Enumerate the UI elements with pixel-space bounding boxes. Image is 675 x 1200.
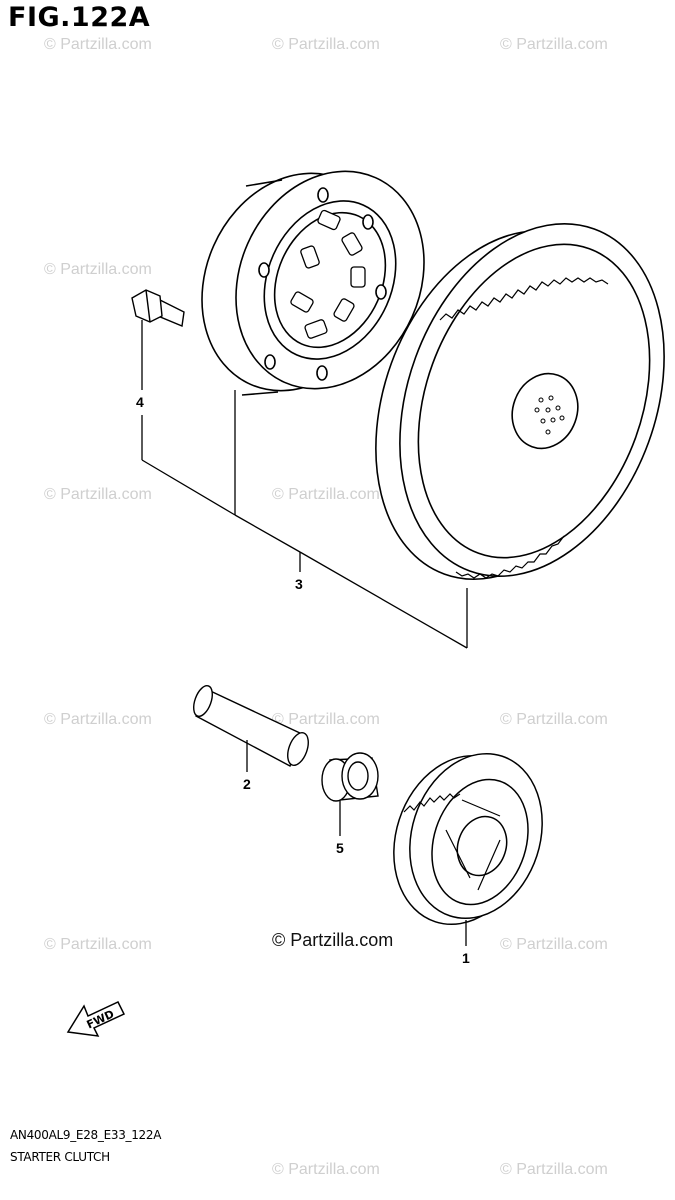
pin	[193, 685, 309, 767]
watermark: © Partzilla.com	[500, 36, 608, 53]
figure-code: AN400AL9_E28_E33_122A	[10, 1128, 162, 1142]
callout-2: 2	[243, 776, 251, 792]
watermark: © Partzilla.com	[272, 486, 380, 503]
figure-title: FIG.122A	[8, 2, 151, 33]
callout-1: 1	[462, 950, 470, 966]
watermark: © Partzilla.com	[500, 936, 608, 953]
starter-idle-gear	[393, 752, 543, 926]
watermark: © Partzilla.com	[500, 1161, 608, 1178]
callout-5: 5	[336, 840, 344, 856]
bolt	[131, 289, 185, 327]
callout-3: 3	[295, 576, 303, 592]
watermark: © Partzilla.com	[44, 36, 152, 53]
watermark: © Partzilla.com	[272, 711, 380, 728]
one-way-clutch	[201, 170, 425, 396]
watermark: © Partzilla.com	[272, 36, 380, 53]
spacer	[321, 752, 379, 802]
fwd-arrow-icon	[66, 1001, 126, 1037]
figure-name: STARTER CLUTCH	[10, 1150, 110, 1164]
watermark: © Partzilla.com	[44, 261, 152, 278]
watermark: © Partzilla.com	[44, 486, 152, 503]
watermark-main: © Partzilla.com	[272, 930, 394, 950]
starter-driven-gear	[375, 222, 665, 581]
leader-lines	[141, 320, 468, 946]
watermark: © Partzilla.com	[272, 1161, 380, 1178]
watermark: © Partzilla.com	[500, 711, 608, 728]
watermark: © Partzilla.com	[44, 711, 152, 728]
watermark: © Partzilla.com	[44, 936, 152, 953]
callout-4: 4	[136, 394, 144, 410]
